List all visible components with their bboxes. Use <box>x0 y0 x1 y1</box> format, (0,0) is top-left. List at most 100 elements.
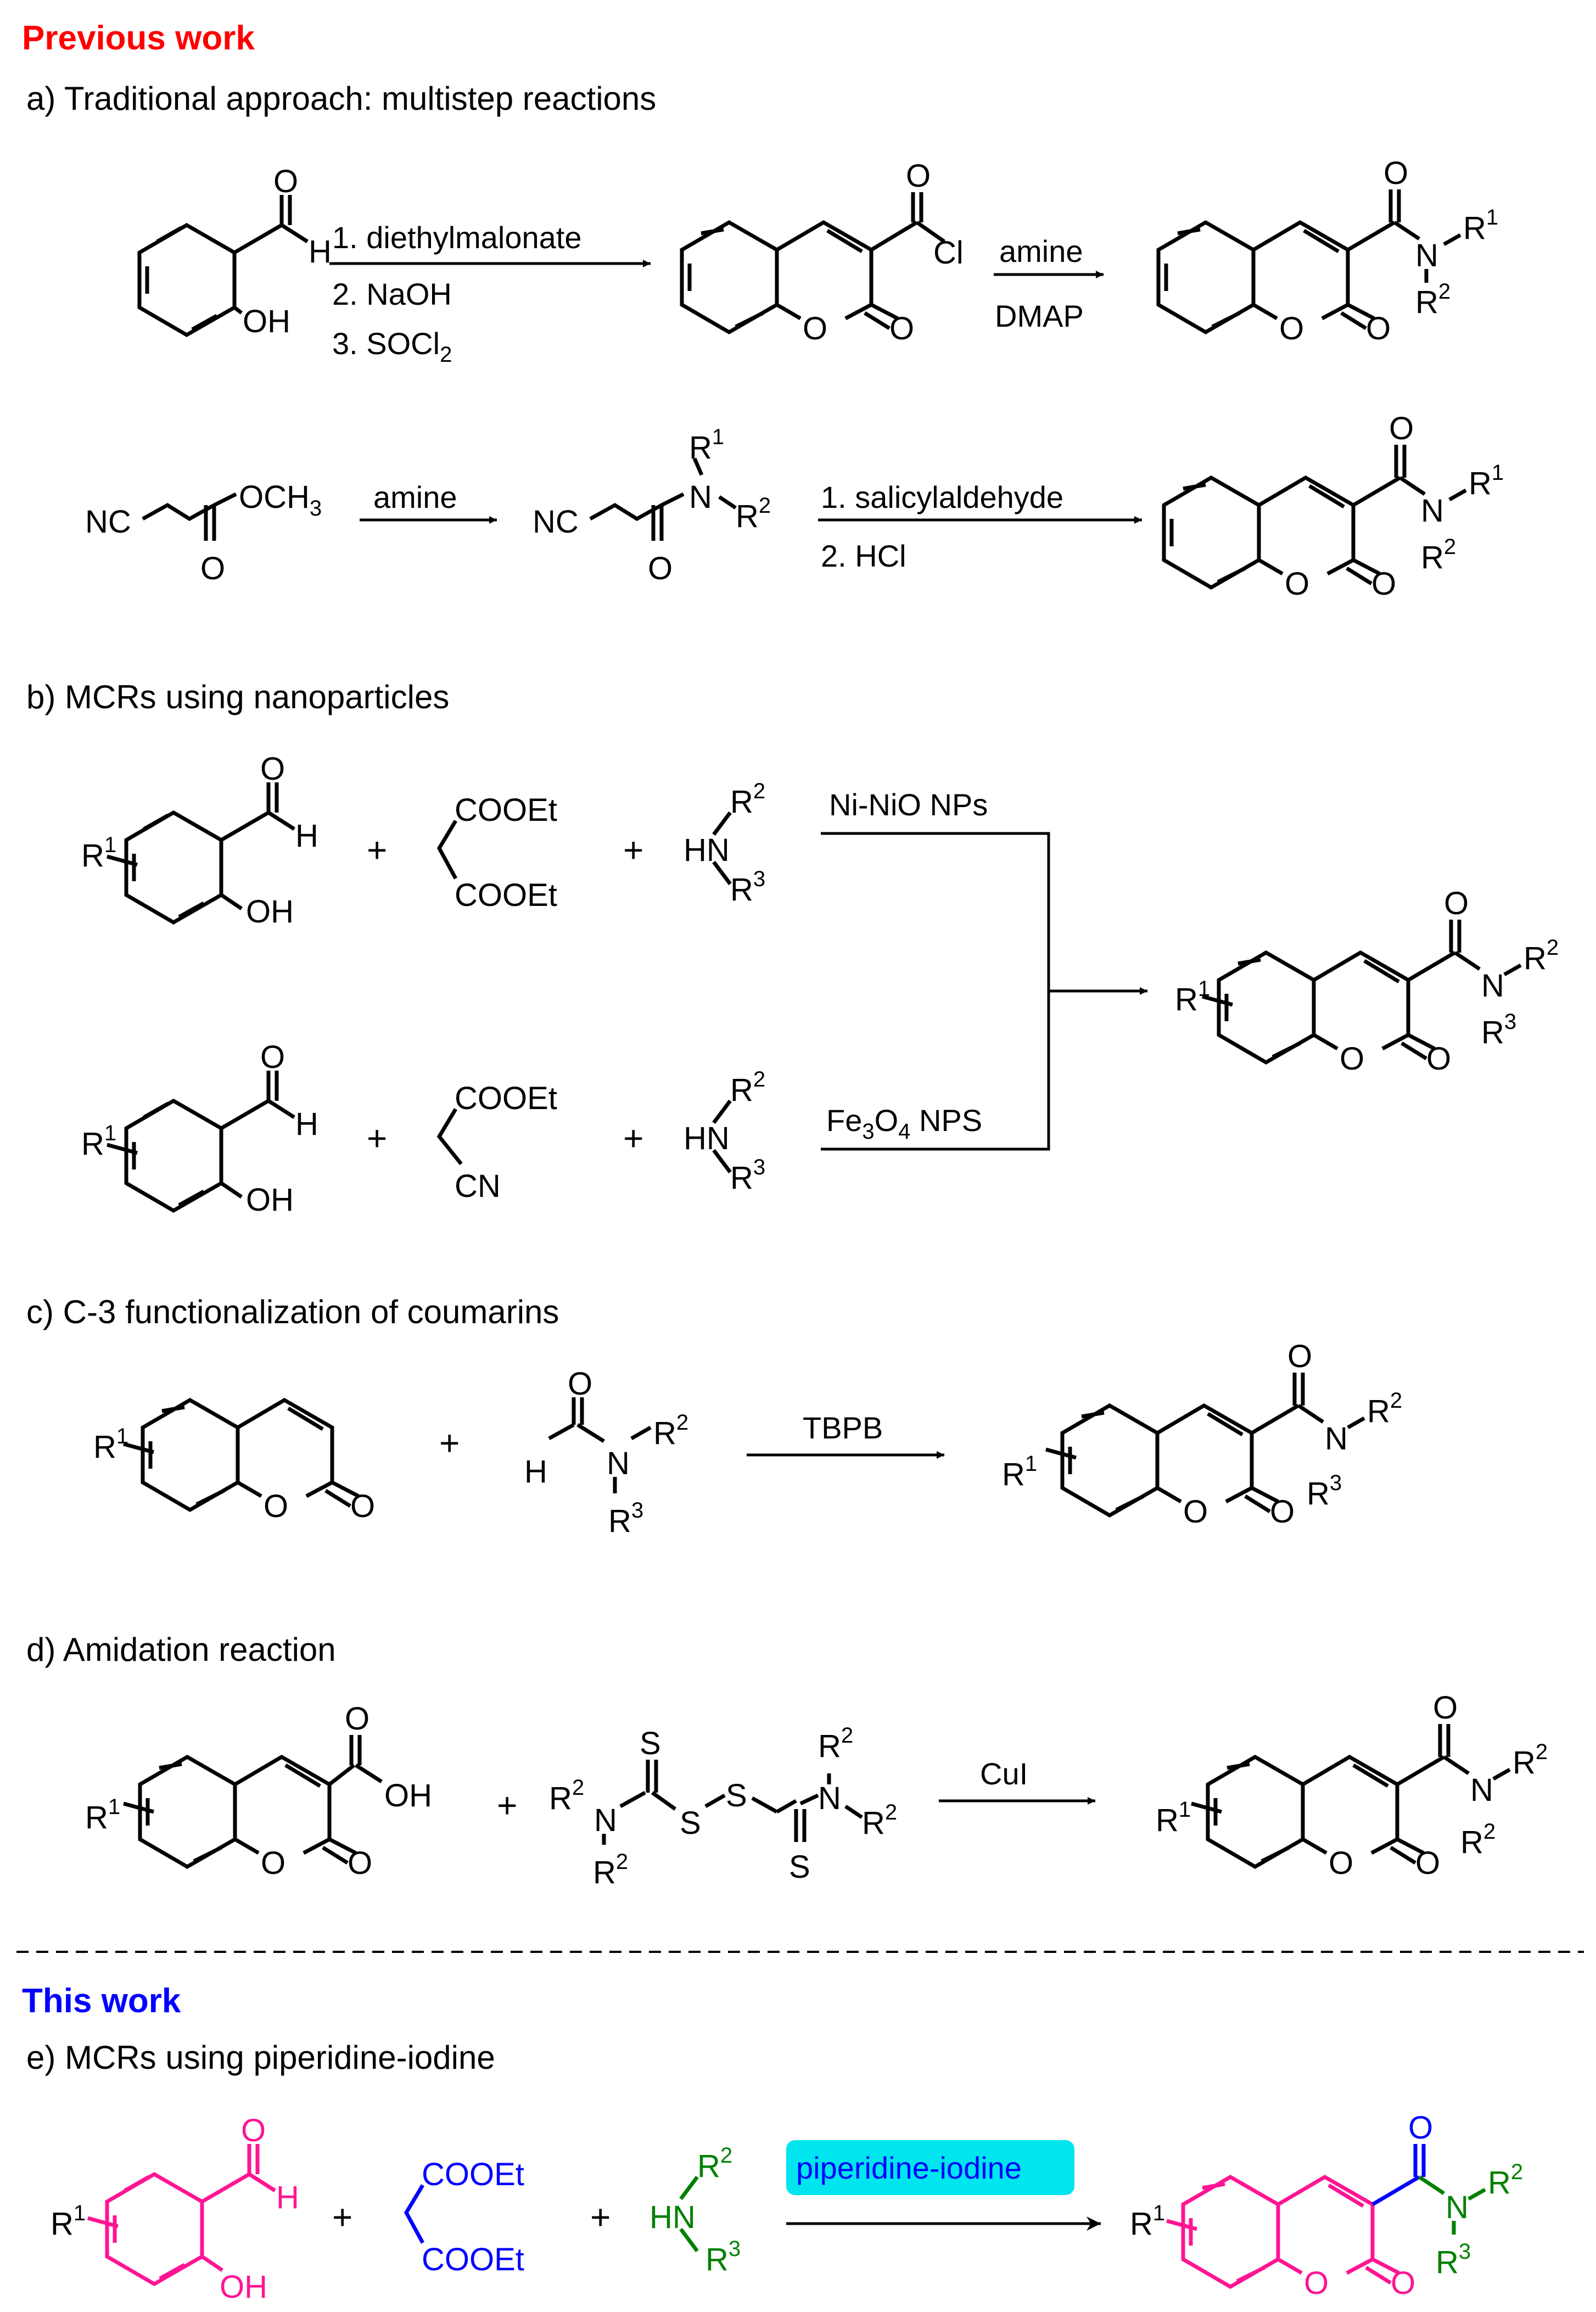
atom-o-ring: O <box>261 1845 285 1881</box>
atom-n: N <box>1421 493 1444 529</box>
atom-o: O <box>241 2113 266 2148</box>
atom-o: O <box>1287 1339 1312 1374</box>
atom-o-ring: O <box>1304 2265 1329 2301</box>
ethyl-cyanoacetate-b2 <box>436 1108 463 1166</box>
atom-o-ring: O <box>1279 311 1304 346</box>
r2-label: R2 <box>697 2143 732 2184</box>
r1-label: R1 <box>1156 1798 1191 1838</box>
plus: + <box>497 1785 517 1825</box>
atom-nc: NC <box>85 504 131 540</box>
catalyst-box <box>786 2140 1074 2195</box>
atom-hn: HN <box>684 1121 730 1156</box>
atom-o-carbonyl: O <box>348 1845 372 1881</box>
atom-o: O <box>1444 886 1469 921</box>
r1-label: R1 <box>1175 977 1210 1017</box>
salicylaldehyde-b1 <box>107 782 295 925</box>
atom-o-carbonyl: O <box>350 1488 375 1524</box>
atom-h: H <box>276 2180 299 2215</box>
atom-o-ring: O <box>264 1488 288 1524</box>
atom-och3: OCH3 <box>239 479 322 520</box>
atom-cooet: COOEt <box>455 792 557 828</box>
atom-o-ring: O <box>803 311 827 346</box>
r1-label: R1 <box>81 1121 116 1162</box>
r3-label: R3 <box>730 1155 765 1196</box>
atom-o-carbonyl: O <box>889 311 914 346</box>
plus: + <box>367 1118 387 1158</box>
atom-o-carbonyl: O <box>1366 311 1391 346</box>
r2-label: R2 <box>1367 1389 1402 1429</box>
r3-label: R3 <box>1307 1471 1342 1512</box>
cond-a2-top: 1. salicylaldehyde <box>821 480 1063 514</box>
salicylaldehyde-a1 <box>137 195 309 338</box>
amine-b2 <box>712 1099 732 1174</box>
atom-s: S <box>726 1778 747 1813</box>
r2-label: R2 <box>1488 2160 1523 2201</box>
cond-a1-3: 3. SOCl2 <box>332 326 452 367</box>
atom-o: O <box>906 158 931 194</box>
atom-oh: OH <box>243 304 290 339</box>
atom-o-ring: O <box>1183 1494 1208 1530</box>
atom-n: N <box>818 1781 841 1816</box>
atom-o: O <box>568 1366 592 1402</box>
plus: + <box>332 2197 352 2237</box>
atom-o-ring: O <box>1285 566 1309 602</box>
r3-label: R3 <box>730 867 765 908</box>
atom-o-carbonyl: O <box>1426 1041 1451 1077</box>
atom-s: S <box>789 1849 810 1885</box>
atom-o: O <box>1389 411 1414 446</box>
atom-cooet: COOEt <box>422 2157 524 2192</box>
amine-e <box>679 2175 699 2253</box>
atom-o: O <box>1408 2110 1433 2146</box>
atom-n: N <box>1446 2190 1469 2225</box>
r3-label: R3 <box>1436 2240 1471 2280</box>
atom-n: N <box>594 1802 617 1838</box>
thiuram-disulfide-d <box>602 1760 863 1845</box>
diethyl-malonate-b1 <box>436 820 458 880</box>
atom-cl: Cl <box>933 235 964 271</box>
r1-label: R1 <box>689 425 724 466</box>
section-b-title: b) MCRs using nanoparticles <box>26 679 449 715</box>
section-c-title: c) C-3 functionalization of coumarins <box>26 1294 559 1330</box>
r2-label: R2 <box>862 1800 897 1841</box>
cond-c: TBPB <box>803 1410 883 1445</box>
plus: + <box>623 1118 643 1158</box>
coumarin-amide-a2 <box>1162 445 1467 590</box>
atom-o: O <box>260 751 285 787</box>
r2-label: R2 <box>1415 279 1451 320</box>
atom-cooet: COOEt <box>455 1081 557 1116</box>
formamide-c <box>548 1397 652 1493</box>
coumarin-acid-d <box>123 1735 383 1869</box>
r3-label: R3 <box>705 2237 741 2277</box>
atom-hn: HN <box>649 2199 696 2235</box>
r2-label: R2 <box>549 1776 584 1816</box>
atom-o-carbonyl: O <box>1415 1845 1440 1881</box>
atom-h: H <box>524 1454 547 1490</box>
cond-b-bottom: Fe3O4 NPS <box>826 1103 982 1144</box>
atom-cooet: COOEt <box>455 877 557 913</box>
plus: + <box>439 1423 460 1463</box>
r1-label: R1 <box>85 1795 120 1835</box>
coumarin-amide-e <box>1166 2144 1486 2289</box>
r2-label: R2 <box>1460 1820 1496 1860</box>
coumarin-amide-b <box>1202 920 1522 1065</box>
atom-o-carbonyl: O <box>1270 1494 1295 1530</box>
diethyl-malonate-e <box>404 2184 425 2244</box>
coumarin-c <box>123 1397 360 1513</box>
atom-o-carbonyl: O <box>1391 2265 1415 2301</box>
r2-label: R2 <box>1513 1740 1548 1781</box>
atom-oh: OH <box>220 2269 267 2305</box>
atom-o: O <box>345 1701 369 1737</box>
coumarin-amide-a1 <box>1156 189 1461 335</box>
atom-h: H <box>295 1106 318 1142</box>
r1-label: R1 <box>51 2201 86 2242</box>
r2-label: R2 <box>1421 535 1456 575</box>
cond-a1-amine: amine <box>999 234 1083 268</box>
bracket-line <box>821 832 1050 1151</box>
r2-label: R2 <box>730 1067 765 1108</box>
atom-cooet: COOEt <box>422 2242 524 2277</box>
atom-o: O <box>260 1039 285 1075</box>
r3-label: R3 <box>608 1498 643 1539</box>
atom-o: O <box>648 551 673 586</box>
r2-label: R2 <box>730 779 765 820</box>
